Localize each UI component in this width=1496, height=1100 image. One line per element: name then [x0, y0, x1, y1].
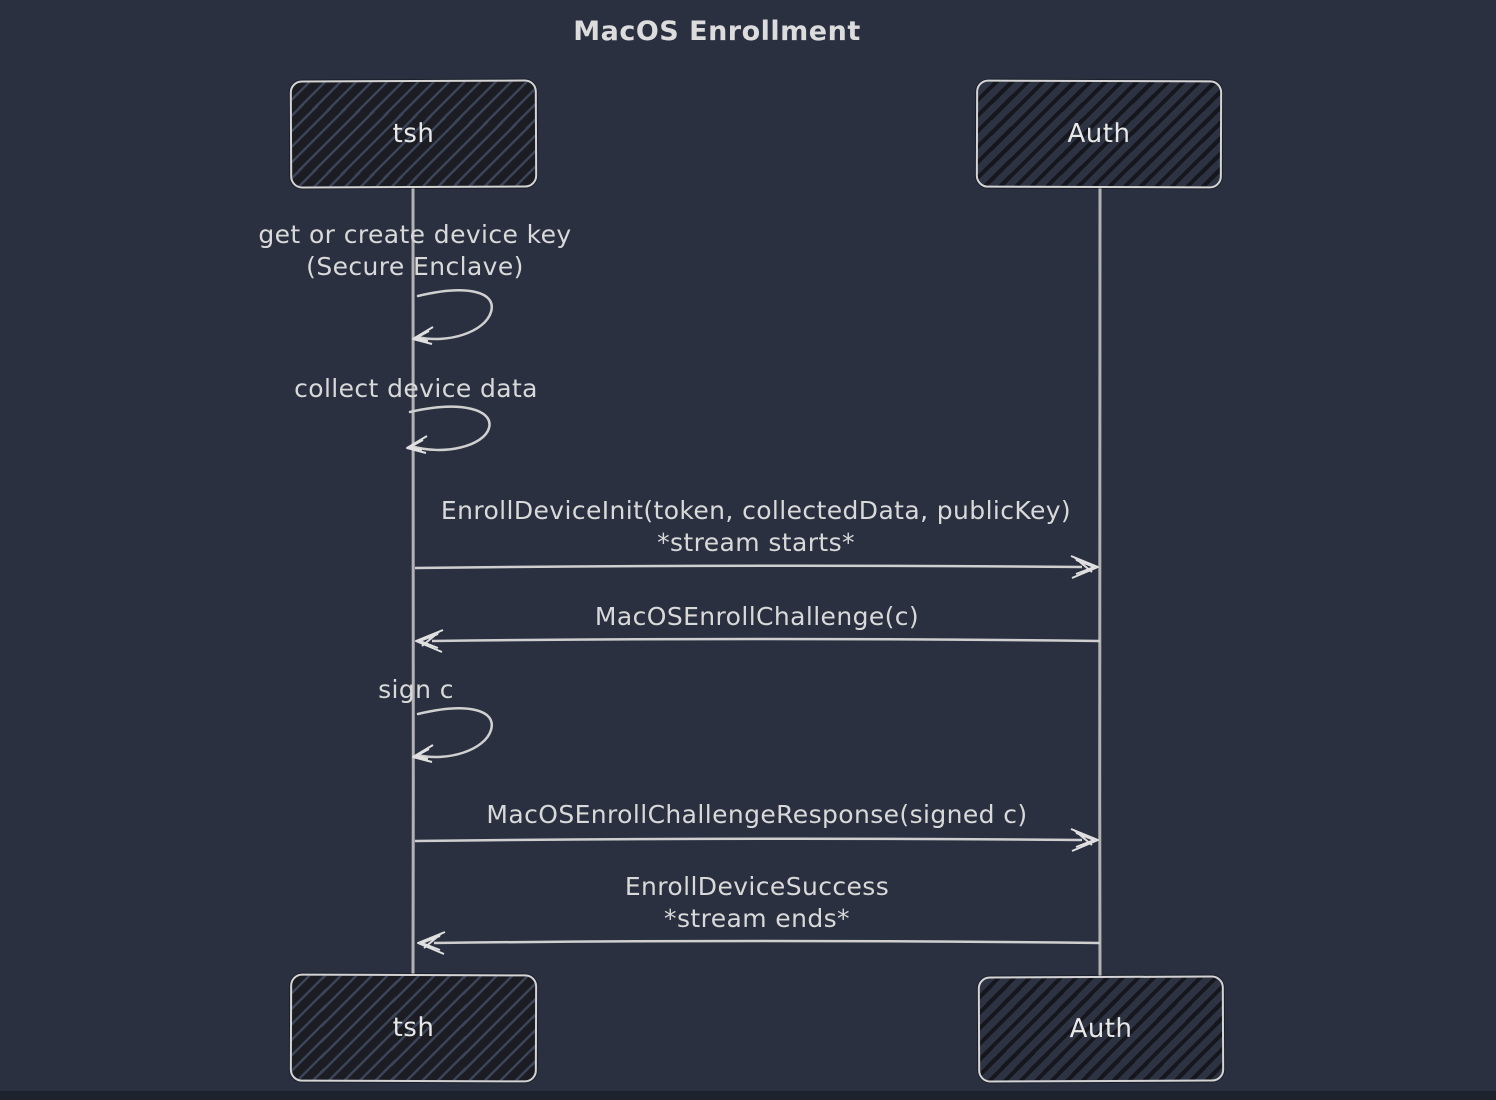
arrowhead-left-icon — [417, 931, 446, 955]
self-loop-device-key — [412, 289, 494, 345]
arrowhead-right-icon — [1070, 555, 1099, 579]
message-label-challenge-response: MacOSEnrollChallengeResponse(signed c) — [486, 799, 1027, 831]
self-loop-sign — [412, 707, 494, 763]
actor-label-tsh: tsh — [392, 1012, 435, 1044]
label-line: EnrollDeviceSuccess — [624, 872, 890, 901]
label-line: *stream ends* — [664, 904, 850, 933]
label-line: collect device data — [294, 374, 538, 403]
arrowhead-down-left-icon — [412, 744, 434, 763]
viewport-bottom-edge — [0, 1091, 1496, 1100]
message-label-enroll-device-init: EnrollDeviceInit(token, collectedData, p… — [441, 495, 1071, 559]
message-arrow-enroll-success — [417, 931, 1101, 955]
actor-label-tsh: tsh — [392, 118, 435, 150]
lifeline-tsh — [411, 187, 415, 975]
label-line: MacOSEnrollChallengeResponse(signed c) — [486, 800, 1028, 829]
message-arrow-enroll-device-init — [414, 555, 1099, 579]
label-line: *stream starts* — [657, 528, 855, 557]
label-line: get or create device key — [258, 220, 572, 249]
self-action-label-device-key: get or create device key (Secure Enclave… — [258, 219, 571, 283]
arrowhead-down-left-icon — [412, 326, 434, 345]
lifeline-auth — [1098, 187, 1102, 977]
actor-box-auth-bottom: Auth — [977, 975, 1225, 1083]
arrowhead-right-icon — [1070, 828, 1099, 852]
diagram-title: MacOS Enrollment — [573, 16, 861, 47]
self-action-label-sign: sign c — [378, 674, 454, 706]
self-loop-collect-data — [406, 405, 491, 454]
actor-box-auth-top: Auth — [975, 79, 1223, 189]
actor-box-tsh-bottom: tsh — [289, 973, 538, 1083]
actor-label-auth: Auth — [1069, 1013, 1133, 1045]
message-arrow-challenge-response — [414, 828, 1099, 852]
message-label-enroll-success: EnrollDeviceSuccess *stream ends* — [625, 871, 889, 935]
message-arrow-enroll-challenge — [415, 629, 1101, 653]
self-action-label-collect-data: collect device data — [294, 373, 538, 405]
message-label-enroll-challenge: MacOSEnrollChallenge(c) — [595, 601, 919, 633]
label-line: sign c — [378, 675, 454, 704]
label-line: (Secure Enclave) — [306, 252, 524, 281]
actor-box-tsh-top: tsh — [289, 79, 538, 189]
arrowhead-down-left-icon — [406, 435, 428, 454]
label-line: EnrollDeviceInit(token, collectedData, p… — [440, 496, 1072, 525]
arrowhead-left-icon — [415, 629, 444, 653]
actor-label-auth: Auth — [1067, 118, 1131, 150]
label-line: MacOSEnrollChallenge(c) — [594, 602, 920, 631]
